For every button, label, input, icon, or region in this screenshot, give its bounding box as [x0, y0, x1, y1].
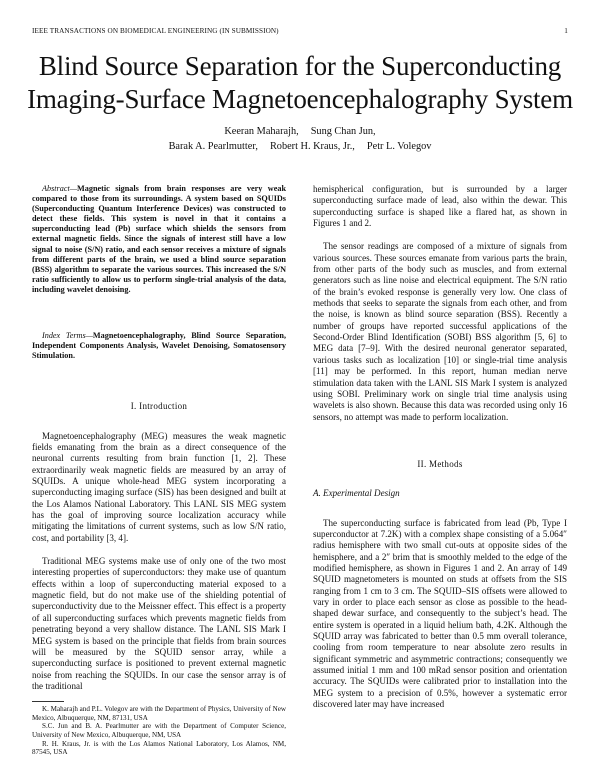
footnote: R. H. Kraus, Jr. is with the Los Alamos … [32, 739, 286, 757]
journal-name: IEEE TRANSACTIONS ON BIOMEDICAL ENGINEER… [32, 27, 279, 35]
index-terms-text: Magnetoencephalography, Blind Source Sep… [32, 331, 286, 361]
subsection-heading: A. Experimental Design [313, 488, 400, 499]
left-column: Abstract—Magnetic signals from brain res… [32, 184, 286, 757]
author-name: Robert H. Kraus, Jr., [269, 141, 355, 152]
index-terms-label: Index Terms [42, 331, 86, 341]
author-name: Keeran Maharajh, [224, 126, 299, 137]
author-name: Petr L. Volegov [366, 141, 432, 152]
index-terms: Index Terms—Magnetoencephalography, Blin… [32, 331, 286, 361]
right-column: hemispherical configuration, but is surr… [313, 184, 567, 710]
paragraph: Magnetoencephalography (MEG) measures th… [32, 430, 286, 543]
authors-line-2: Barak A. Pearlmutter, Robert H. Kraus, Jr… [20, 139, 580, 154]
abstract-text: Magnetic signals from brain responses ar… [32, 184, 286, 294]
title-line-1: Blind Source Separation for the Supercon… [38, 51, 562, 81]
author-name: Barak A. Pearlmutter, [168, 141, 258, 152]
abstract-label: Abstract [42, 184, 70, 193]
footnote: K. Maharajh and P.L. Volegov are with th… [32, 705, 286, 722]
section-heading-methods: II. Methods [417, 458, 463, 469]
paragraph: The superconducting surface is fabricate… [313, 517, 567, 710]
author-name: Sung Chan Jun, [310, 126, 376, 137]
section-heading-introduction: I. Introduction [130, 401, 188, 412]
footnote: S.C. Jun and B. A. Pearlmutter are with … [32, 722, 286, 739]
paragraph: Traditional MEG systems make use of only… [32, 556, 286, 691]
paper-title: Blind Source Separation for the Supercon… [20, 50, 580, 116]
authors-line-1: Keeran Maharajh, Sung Chan Jun, [20, 124, 580, 139]
abstract: Abstract—Magnetic signals from brain res… [32, 184, 286, 294]
footnote-rule [32, 701, 64, 703]
title-line-2: Imaging-Surface Magnetoencephalography S… [27, 84, 573, 114]
paragraph: The sensor readings are composed of a mi… [313, 241, 567, 422]
author-list: Keeran Maharajh, Sung Chan Jun, Barak A. … [20, 124, 580, 154]
page-number: 1 [564, 27, 568, 35]
running-header: IEEE TRANSACTIONS ON BIOMEDICAL ENGINEER… [32, 27, 568, 35]
paragraph: hemispherical configuration, but is surr… [313, 184, 567, 229]
